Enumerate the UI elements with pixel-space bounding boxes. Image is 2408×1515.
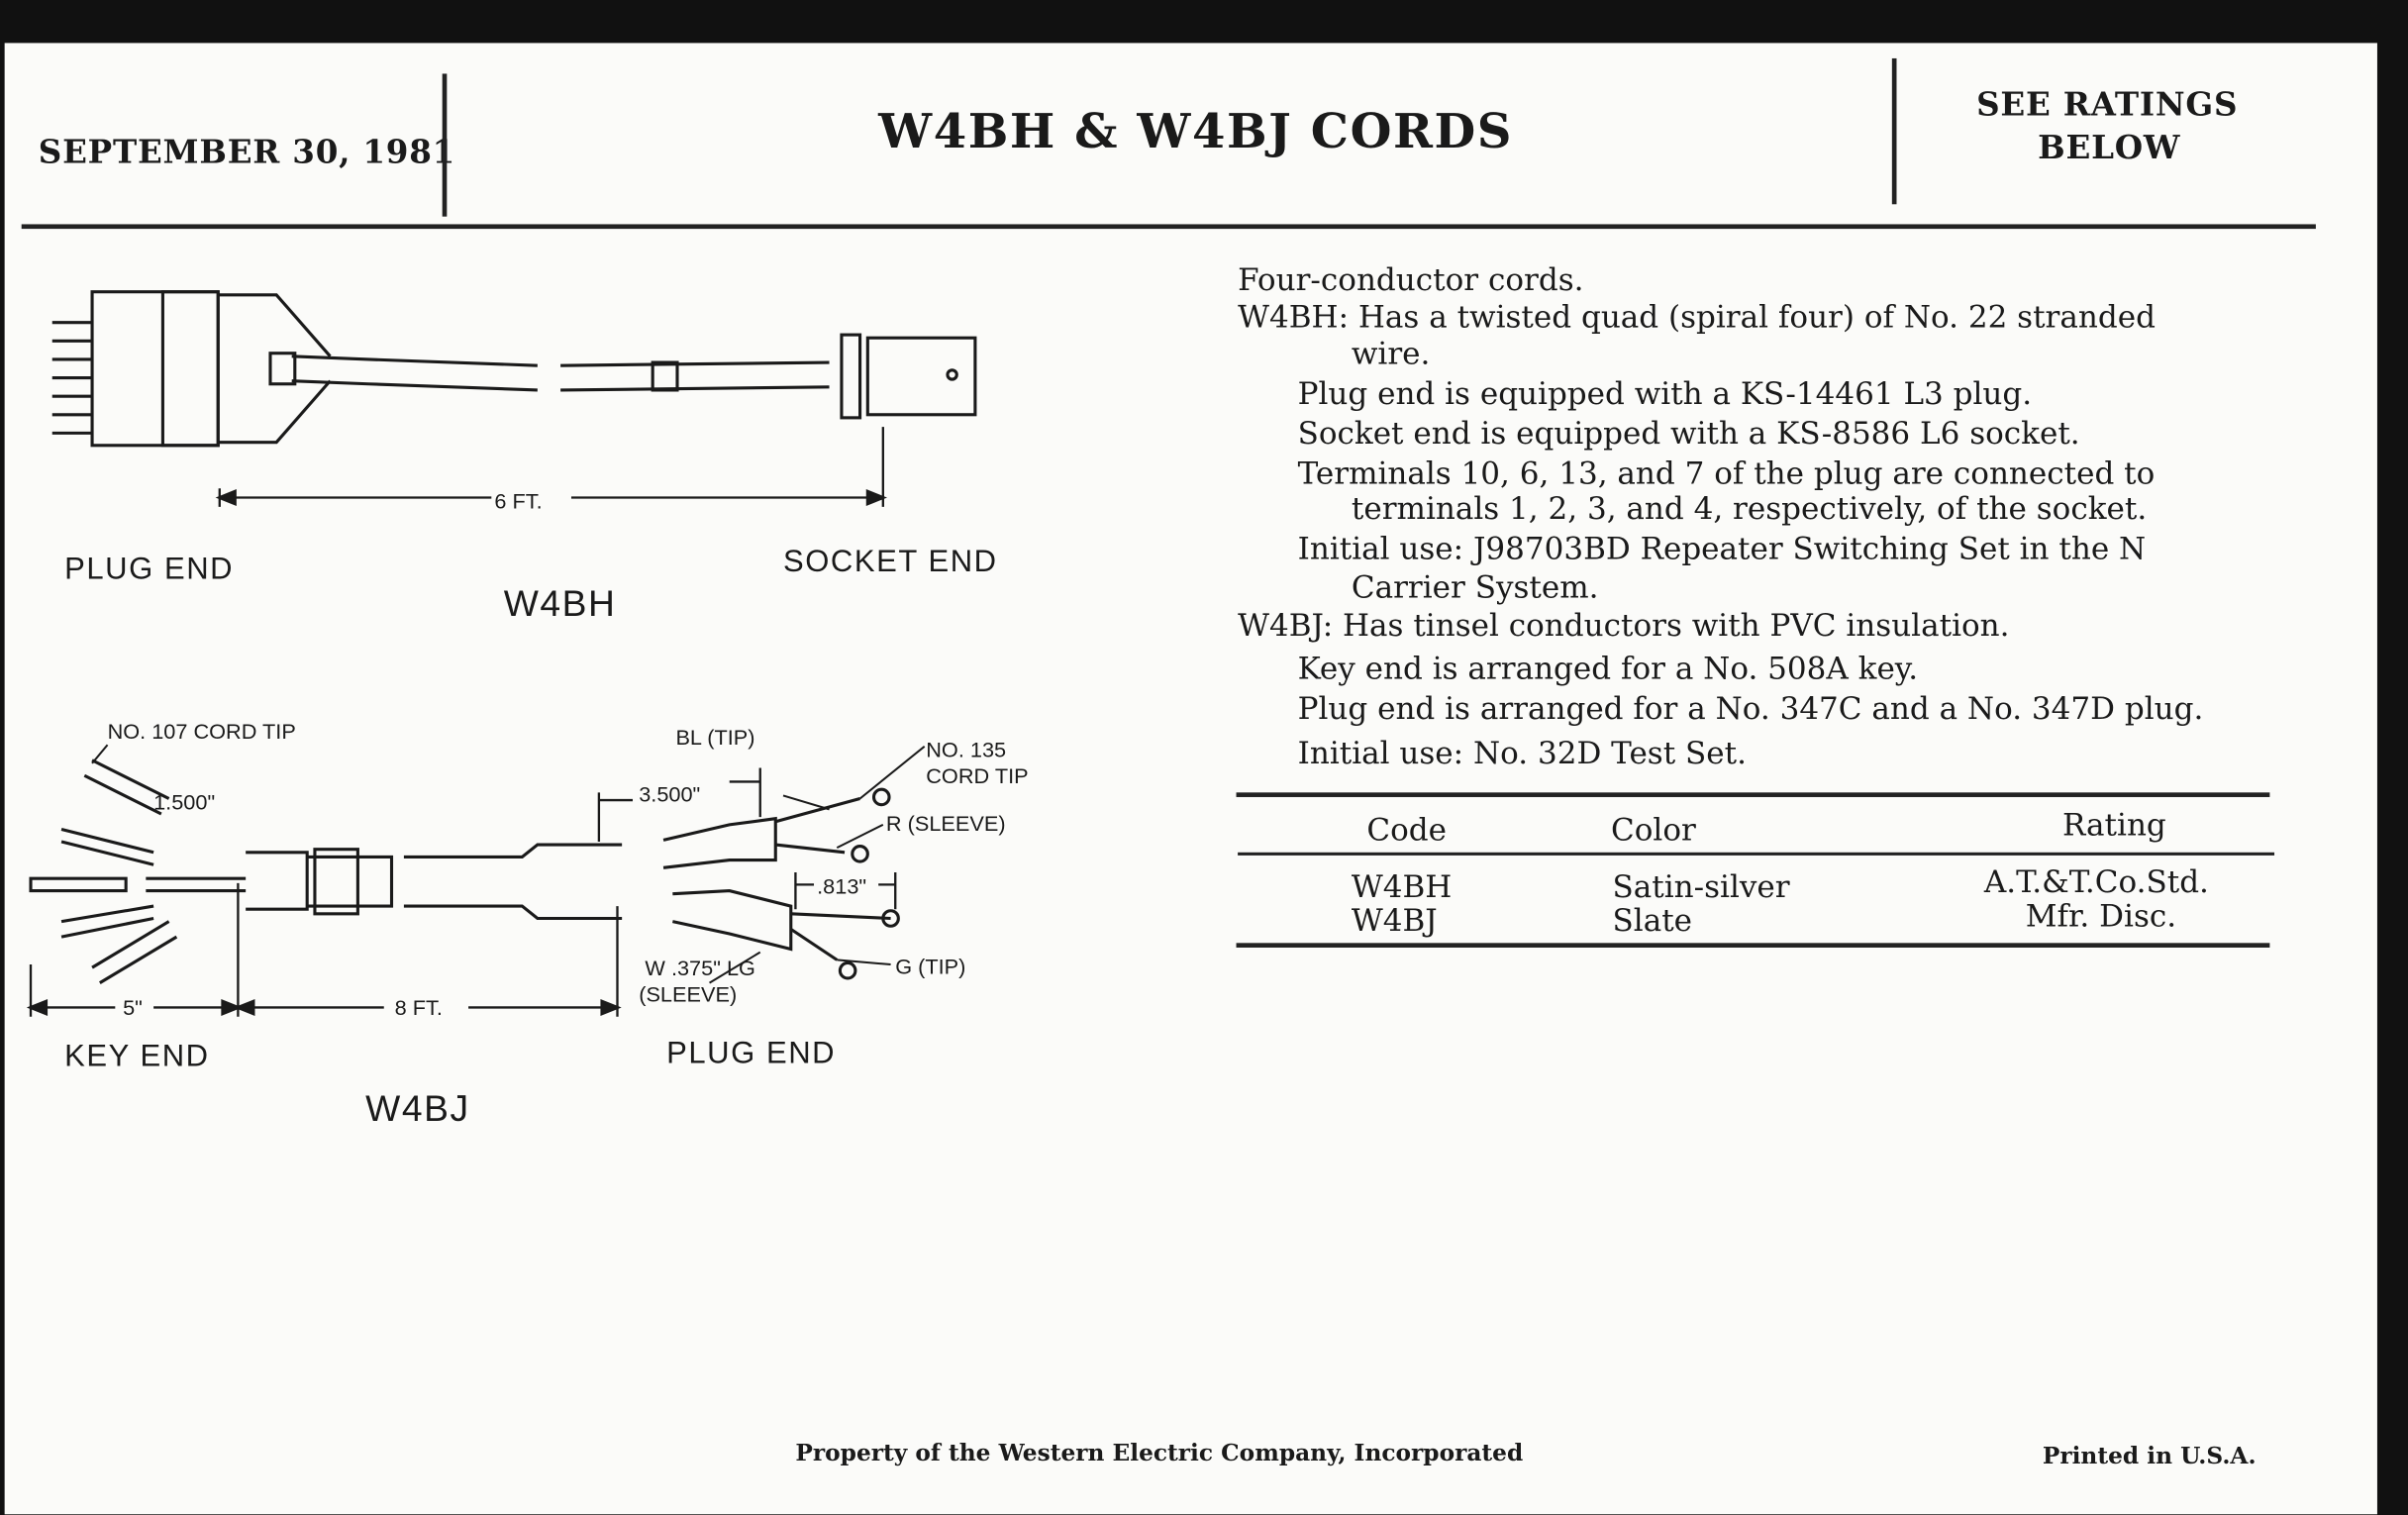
date: SEPTEMBER 30, 1981 [38,132,456,171]
w4bj-plug-upper [662,816,777,869]
w4bj-plug-end-label: PLUG END [666,1036,837,1071]
desc-w4bj-plug: Plug end is arranged for a No. 347C and … [1297,689,2204,727]
desc-w4bj-line1: W4BJ: Has tinsel conductors with PVC ins… [1238,606,2010,644]
w4bh-cord-right [560,360,830,392]
row-color: Satin-silver [1612,867,1790,905]
w4bh-socket-end-label: SOCKET END [783,545,998,579]
w4bh-drawing [51,290,977,507]
w4bj-plug-lower [672,889,793,952]
page-title: W4BH & W4BJ CORDS [878,104,1514,160]
g-tip-label: G (TIP) [895,954,966,978]
cord-diagrams [26,290,977,1017]
table-bottom-rule [1236,943,2270,948]
w4bh-socket [840,333,977,420]
tip-135-label-line2: CORD TIP [926,762,1029,788]
tip-135-label-line1: NO. 135 [926,737,1007,762]
footer-printed: Printed in U.S.A. [2042,1442,2257,1470]
w-lg-label-line2: (SLEEVE) [639,981,738,1006]
table-header-code: Code [1366,810,1448,849]
desc-w4bj-key: Key end is arranged for a No. 508A key. [1297,650,1919,687]
w4bj-diagram-title: W4BJ [365,1088,470,1131]
w-lg-label-line1: W .375" LG [645,955,755,980]
row-color: Slate [1612,901,1693,939]
header-divider-right [1891,57,1897,205]
w4bh-plug-end-label: PLUG END [64,553,235,587]
row-code: W4BH [1351,867,1453,905]
row-rating: A.T.&T.Co.Std. [1983,862,2209,900]
w4bh-cord-left [291,354,538,392]
w4bh-plug [51,290,332,448]
ratings-note-line1: SEE RATINGS [1976,84,2239,124]
desc-intro: Four-conductor cords. [1238,260,1584,298]
dim-1500-label: 1.500" [153,789,216,815]
tip-107-label: NO. 107 CORD TIP [107,718,296,744]
dim-3500-label: 3.500" [639,781,701,807]
desc-w4bh-use1: Initial use: J98703BD Repeater Switching… [1297,530,2147,567]
header-rule [21,224,2316,230]
w4bj-key-end-label: KEY END [64,1040,210,1074]
desc-w4bh-use2: Carrier System. [1351,567,1599,606]
row-rating: Mfr. Disc. [2025,896,2177,935]
bl-tip-label: BL (TIP) [675,725,755,750]
dim-813-label: .813" [817,873,867,899]
table-top-rule [1236,792,2270,797]
table-header-rule [1238,852,2275,856]
w4bh-length-label: 6 FT. [494,488,543,514]
row-code: W4BJ [1351,901,1438,939]
table-header-rating: Rating [2061,806,2166,844]
w4bj-drawing [26,744,926,1017]
catalog-card [4,43,2377,1515]
key-length-label: 5" [123,995,143,1020]
desc-w4bh-line2: wire. [1351,335,1431,372]
header-divider-left [442,73,448,217]
desc-w4bh-line1: W4BH: Has a twisted quad (spiral four) o… [1238,297,2156,336]
footer-property: Property of the Western Electric Company… [795,1439,1524,1467]
table-header-color: Color [1610,810,1696,849]
w4bh-diagram-title: W4BH [503,583,617,626]
desc-w4bh-plug: Plug end is equipped with a KS-14461 L3 … [1297,374,2033,412]
r-sleeve-label: R (SLEEVE) [885,810,1006,836]
desc-w4bh-socket: Socket end is equipped with a KS-8586 L6… [1297,414,2080,452]
desc-w4bh-terminals1: Terminals 10, 6, 13, and 7 of the plug a… [1297,454,2156,492]
ratings-note-line2: BELOW [2038,127,2181,166]
w4bj-length-label: 8 FT. [394,995,443,1020]
desc-w4bh-terminals2: terminals 1, 2, 3, and 4, respectively, … [1351,489,2148,527]
desc-w4bj-use: Initial use: No. 32D Test Set. [1297,734,1747,771]
